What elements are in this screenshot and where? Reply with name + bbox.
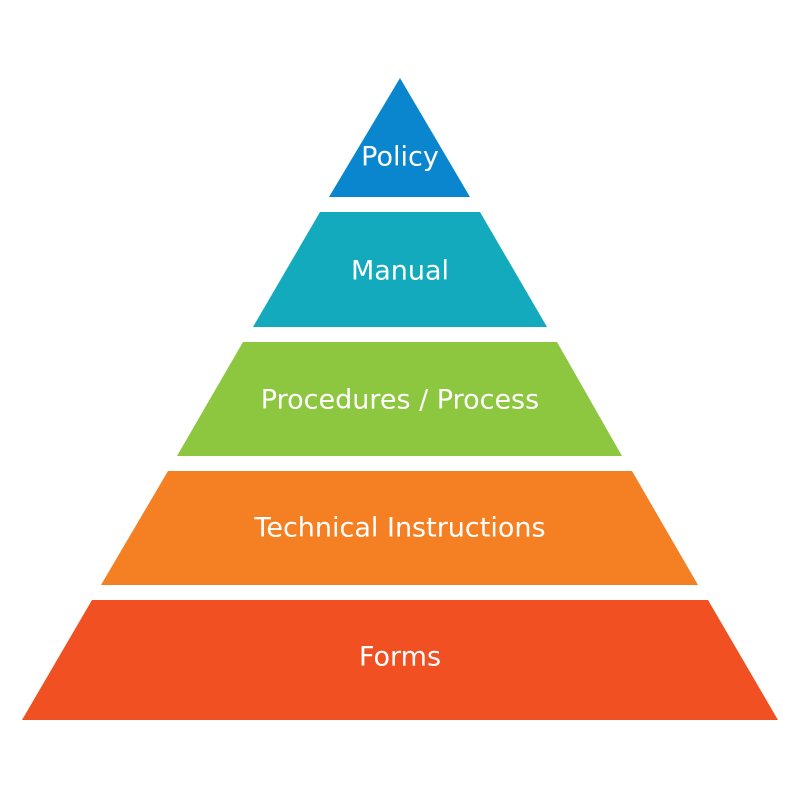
tier-manual: Manual [253,212,547,327]
tier-manual-shape [253,212,547,327]
tier-technical-instructions-label: Technical Instructions [253,513,545,544]
tier-forms-shape [22,600,778,720]
tier-procedures-process-label: Procedures / Process [261,385,539,416]
tier-forms: Forms [22,600,778,720]
tier-manual-label: Manual [351,256,449,287]
tier-policy: Policy [329,78,470,197]
tier-policy-shape [329,78,470,197]
tier-policy-label: Policy [361,142,439,173]
tier-procedures-process: Procedures / Process [177,342,622,456]
tier-technical-instructions: Technical Instructions [101,471,698,585]
tier-technical-instructions-shape [101,471,698,585]
tier-forms-label: Forms [359,642,441,673]
tier-procedures-process-shape [177,342,622,456]
